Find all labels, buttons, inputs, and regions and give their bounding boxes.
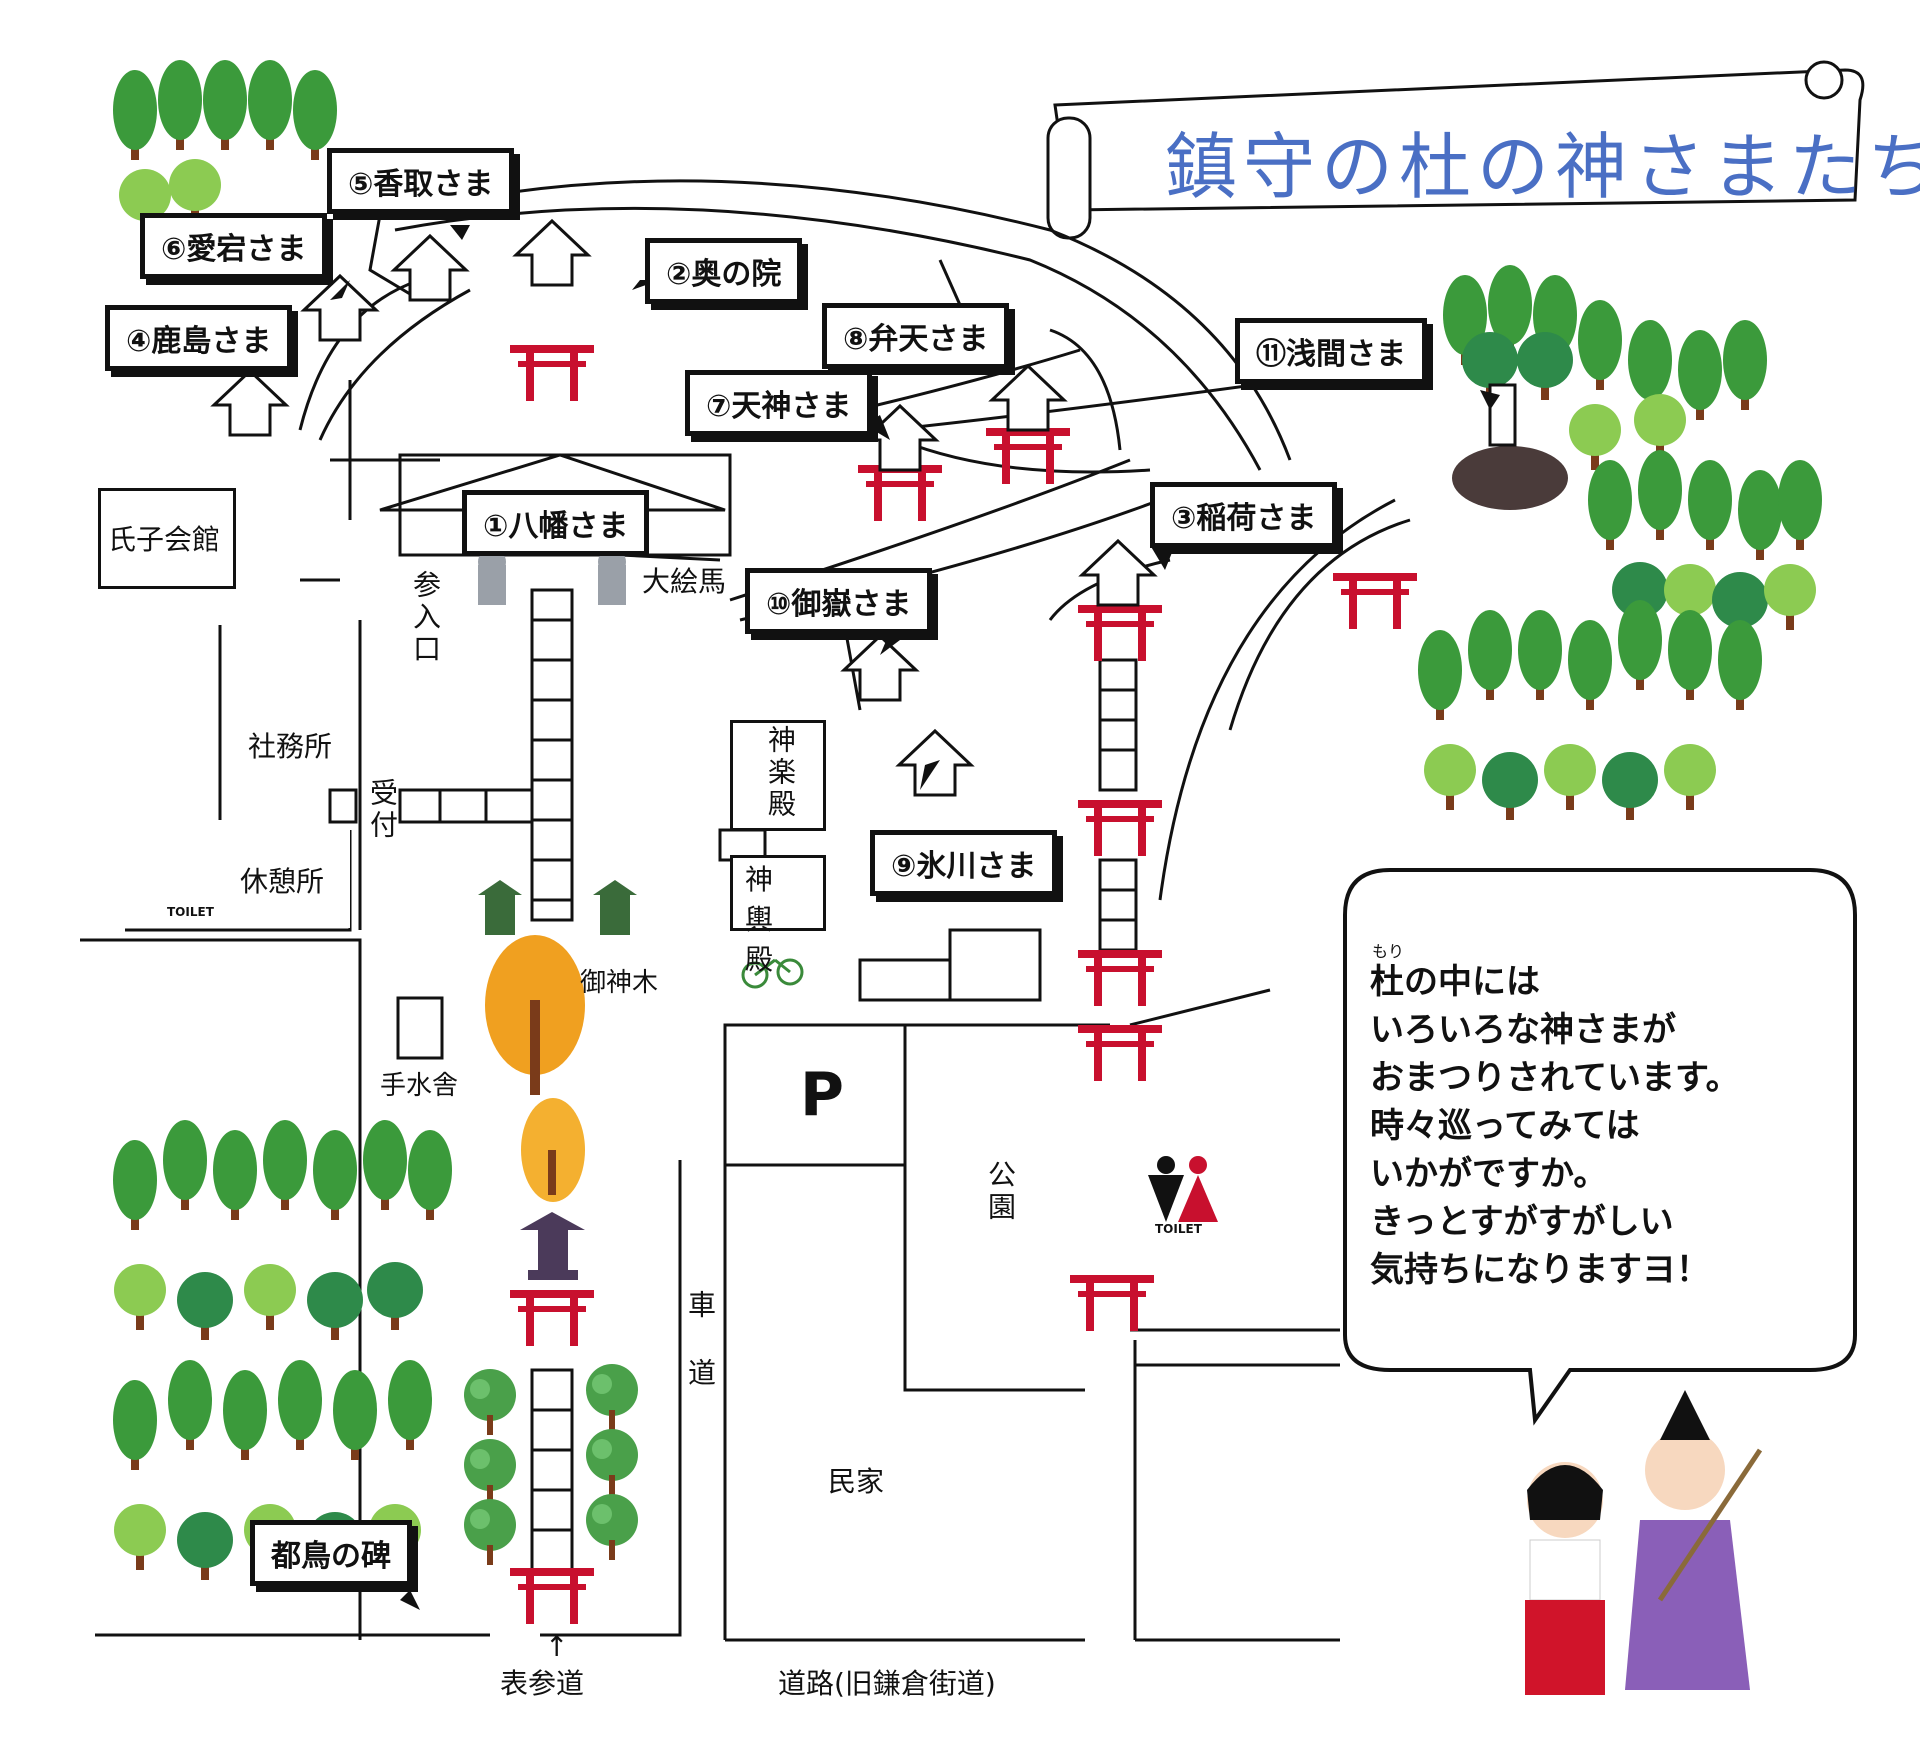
bubble-furigana: もり	[1372, 942, 1405, 961]
callout-inari: ③稲荷さま	[1150, 482, 1338, 548]
sengen-rock	[1452, 383, 1568, 510]
lanterns	[478, 880, 637, 1280]
parking-label: P	[800, 1060, 844, 1130]
shinyoden-label: 神輿殿	[745, 863, 778, 976]
trees-top-left	[113, 60, 337, 235]
temizusha-label: 手水舎	[380, 1071, 459, 1101]
omotesando-label: 表参道	[500, 1667, 585, 1700]
bicycle-icon	[741, 958, 804, 989]
map-title: 鎮守の杜の神さまたち	[1165, 125, 1920, 209]
shamusho-label: 社務所	[248, 730, 333, 763]
kaguraden-label: 神楽殿	[764, 725, 797, 821]
ema-label: 大絵馬	[642, 565, 727, 598]
callout-benten: ⑧弁天さま	[822, 303, 1010, 369]
toilet-label-1: TOILET	[167, 905, 214, 919]
trees-right	[1418, 265, 1822, 820]
callout-okunoin: ②奥の院	[645, 238, 803, 304]
trees-bottom-left	[113, 1120, 452, 1580]
sando-stones	[328, 588, 1138, 1572]
callout-kashima: ④鹿島さま	[105, 305, 293, 371]
callout-hikawa: ⑨氷川さま	[870, 830, 1058, 896]
kyukeijo-box	[140, 828, 350, 928]
ujiko-label: 氏子会館	[108, 523, 221, 556]
shinyoden-box	[730, 855, 826, 931]
callout-tails	[260, 225, 1500, 1610]
toilet-label-2: TOILET	[1155, 1222, 1202, 1236]
ujiko-hall	[98, 488, 236, 589]
speech-bubble	[1343, 868, 1857, 1426]
goshinboku-tree	[485, 935, 585, 1202]
callout-miyakodori: 都鳥の碑	[250, 1520, 412, 1586]
uketsuke-label: 受付	[366, 778, 399, 842]
bubble-message: 杜の中には いろいろな神さまが おまつりされています。 時々巡ってみては いかが…	[1370, 962, 1740, 1290]
goshinboku-label: 御神木	[580, 968, 659, 998]
title-banner	[1046, 60, 1865, 240]
callout-sengen: ⑪浅間さま	[1235, 318, 1427, 384]
minka-label: 民家	[828, 1465, 885, 1498]
callout-hachiman: ①八幡さま	[462, 490, 650, 556]
callout-mitake: ⑩御嶽さま	[745, 568, 933, 634]
arrow-up: ↑	[545, 1630, 569, 1663]
kaguraden-box	[730, 720, 826, 831]
road-lines	[80, 179, 1411, 1642]
park-label: 公園	[984, 1160, 1017, 1224]
callout-katori: ⑤香取さま	[327, 148, 515, 214]
callout-tenjin: ⑦天神さま	[685, 370, 873, 436]
road-label: 道路(旧鎌倉街道)	[778, 1667, 996, 1700]
kyukeijo-label: 休憩所	[240, 865, 325, 898]
characters	[1525, 1390, 1763, 1695]
callout-atago: ⑥愛宕さま	[140, 213, 328, 279]
sando-entrance-label: 参入口	[409, 570, 442, 666]
kurumamichi-label: 車道	[684, 1290, 717, 1426]
